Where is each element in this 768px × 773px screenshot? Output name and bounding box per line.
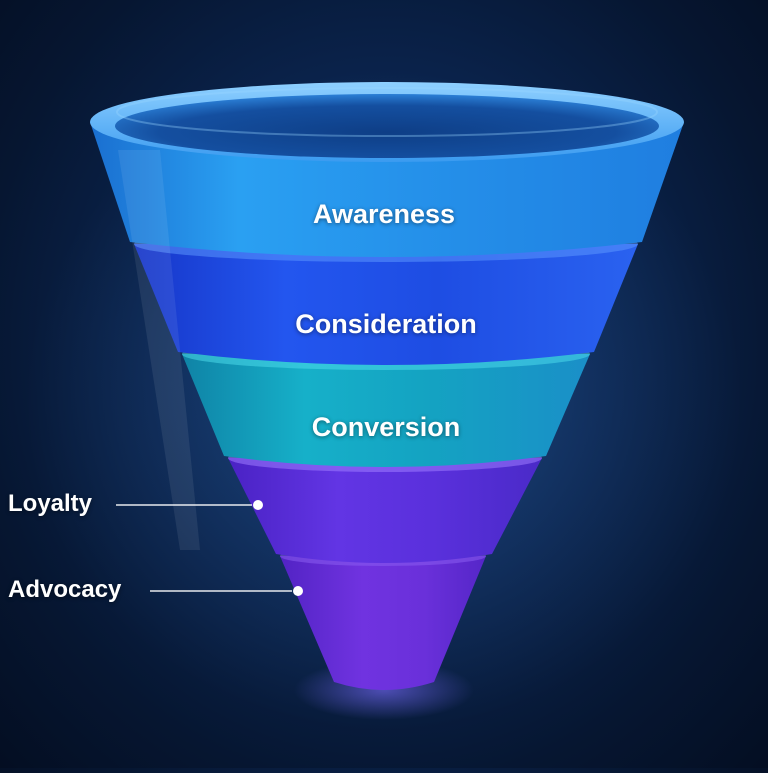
- funnel-band-consideration: [134, 244, 638, 365]
- awareness-label: Awareness: [312, 199, 456, 229]
- funnel-band-conversion: [182, 354, 590, 467]
- funnel-sheen: [118, 150, 200, 550]
- funnel-band-advocacy: [280, 556, 486, 690]
- conversion-label: Conversion: [311, 412, 461, 442]
- advocacy-label: Advocacy: [8, 576, 122, 603]
- consideration-label: Consideration: [295, 309, 477, 339]
- funnel-opening: [115, 94, 659, 158]
- funnel-inner-highlight: [116, 87, 658, 137]
- loyalty-label: Loyalty: [8, 490, 93, 517]
- loyalty-callout-dot: [253, 500, 263, 510]
- advocacy-callout-dot: [293, 586, 303, 596]
- funnel-band-loyalty: [228, 458, 542, 563]
